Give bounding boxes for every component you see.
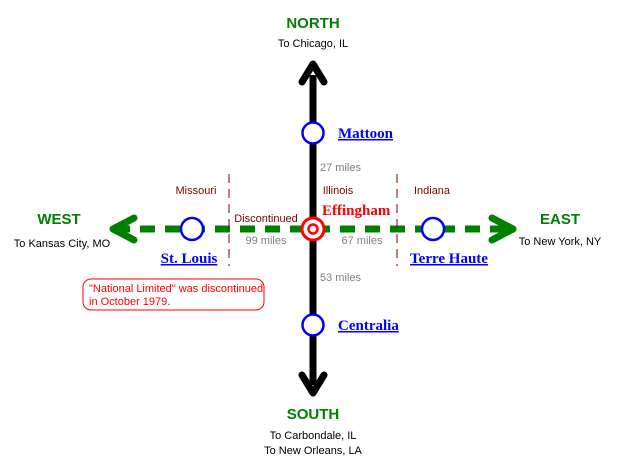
mattoon-station-icon[interactable] [301, 121, 325, 145]
note-line-2: in October 1979. [89, 296, 170, 308]
south-destination-2: To New Orleans, LA [264, 445, 362, 457]
east-destination: To New York, NY [519, 236, 602, 248]
north-destination: To Chicago, IL [278, 38, 348, 50]
effingham-hub-icon[interactable] [300, 216, 326, 242]
distance-north: 27 miles [320, 162, 361, 174]
distance-west: 99 miles [246, 235, 287, 247]
south-label: SOUTH [287, 406, 340, 423]
state-illinois: Illinois [323, 185, 354, 197]
west-arrow-icon [109, 214, 138, 244]
west-label: WEST [37, 211, 80, 228]
discontinued-label: Discontinued [234, 213, 298, 225]
distance-south: 53 miles [320, 272, 361, 284]
south-destination-1: To Carbondale, IL [270, 430, 357, 442]
centralia-station-icon[interactable] [301, 313, 325, 337]
effingham-label: Effingham [322, 203, 391, 219]
terre-haute-link[interactable]: Terre Haute [410, 251, 488, 267]
east-arrow-icon [488, 214, 517, 244]
distance-east: 67 miles [342, 235, 383, 247]
st-louis-station-icon[interactable] [179, 216, 205, 242]
st-louis-link[interactable]: St. Louis [161, 251, 218, 267]
terre-haute-station-icon[interactable] [420, 216, 446, 242]
north-arrow-icon [298, 60, 328, 86]
mattoon-link[interactable]: Mattoon [338, 126, 394, 142]
state-indiana: Indiana [414, 185, 451, 197]
south-arrow-icon [298, 371, 328, 397]
north-label: NORTH [286, 15, 339, 32]
centralia-link[interactable]: Centralia [338, 318, 399, 334]
discontinued-note-box [82, 278, 265, 311]
west-destination: To Kansas City, MO [14, 238, 111, 250]
state-missouri: Missouri [176, 185, 217, 197]
note-line-1: "National Limited" was discontinued [89, 283, 263, 295]
east-label: EAST [540, 211, 580, 228]
